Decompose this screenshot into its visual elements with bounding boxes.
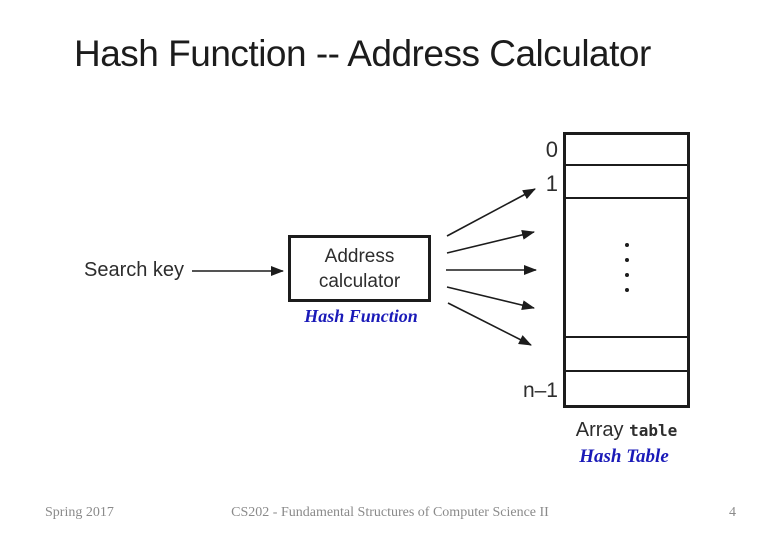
- footer-page-number: 4: [729, 505, 736, 520]
- footer: Spring 2017 CS202 - Fundamental Structur…: [0, 505, 780, 525]
- search-key-label: Search key: [84, 259, 185, 281]
- address-calculator-line2: calculator: [318, 270, 401, 292]
- hash-function-label: Hash Function: [304, 306, 418, 326]
- array-table-caption: Array table: [558, 419, 695, 442]
- index-label-0: 0: [545, 137, 558, 162]
- hash-arrow-2: [446, 229, 535, 254]
- table-row-last: [566, 372, 687, 405]
- index-label-n-minus-1: n–1: [522, 379, 558, 402]
- footer-semester: Spring 2017: [45, 505, 114, 520]
- slide-title: Hash Function -- Address Calculator: [74, 33, 651, 74]
- array-word: Array: [575, 419, 630, 441]
- address-calculator-box: Address calculator: [288, 235, 431, 302]
- array-code-word: table: [629, 421, 678, 440]
- ellipsis-dot: [624, 288, 629, 292]
- hash-table-graphic: [563, 132, 690, 408]
- hash-table-label: Hash Table: [579, 446, 669, 467]
- ellipsis-dot: [624, 258, 629, 262]
- hash-arrow-4: [446, 286, 535, 311]
- ellipsis-dot: [624, 273, 629, 277]
- ellipsis-dot: [624, 243, 629, 247]
- footer-course-title: CS202 - Fundamental Structures of Comput…: [231, 505, 549, 520]
- address-calculator-line1: Address: [324, 245, 395, 267]
- table-row-0: [566, 135, 687, 166]
- table-row-1: [566, 166, 687, 199]
- table-row-middle: [566, 199, 687, 338]
- hash-arrow-5: [447, 302, 532, 346]
- index-label-1: 1: [545, 171, 558, 196]
- table-row-second-last: [566, 338, 687, 372]
